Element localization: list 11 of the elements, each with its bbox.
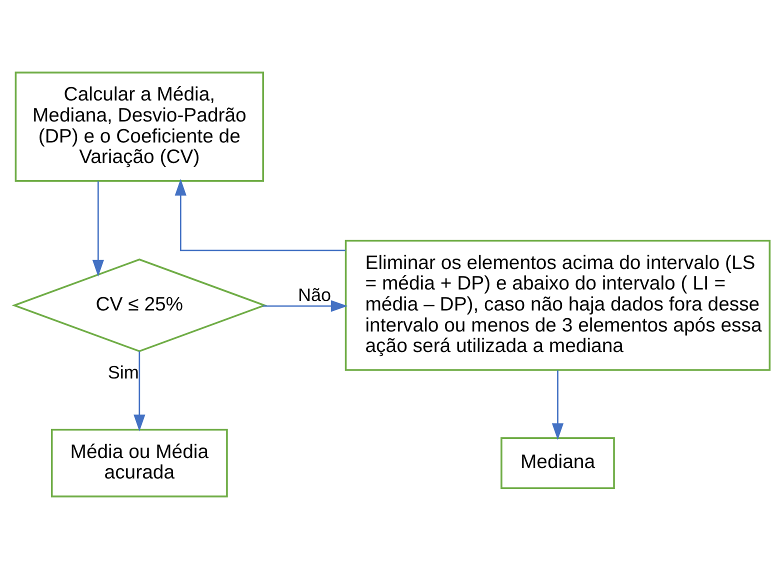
arrow	[92, 180, 104, 276]
arrow	[262, 300, 348, 312]
arrow	[174, 178, 346, 251]
node-box: Calcular a Média, Mediana, Desvio-Padrão (DP) e o Coeficiente de Variação (CV)	[14, 71, 264, 182]
arrow	[552, 370, 564, 440]
edge-label: Sim	[108, 362, 139, 382]
edge-label: Não	[298, 284, 332, 305]
node-box: Eliminar os elementos acima do intervalo (LS = média + DP) e abaixo do intervalo ( LI = média – DP), caso não haja dados fora desse intervalo ou menos de 3 elementos após essa ação será utilizada a mediana	[344, 239, 771, 370]
node-box: Média ou Média acurada	[50, 428, 228, 497]
node-box: Mediana	[500, 436, 615, 488]
arrow	[134, 350, 146, 431]
